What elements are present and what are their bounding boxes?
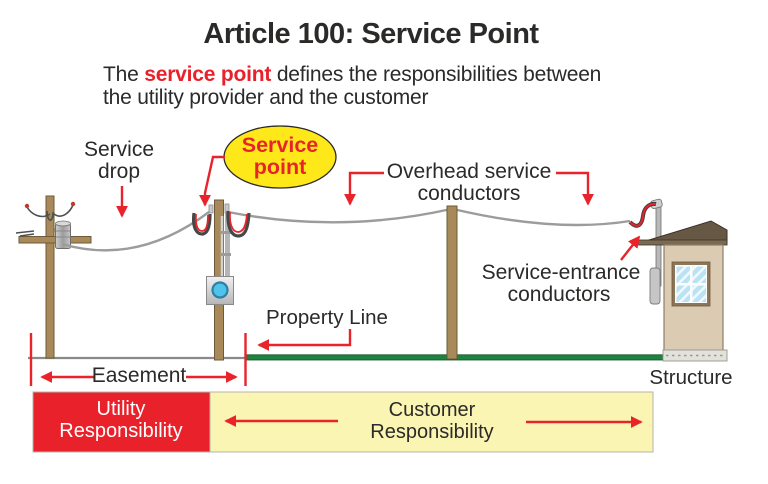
- service-point-arrow: [199, 155, 225, 207]
- mid-span-pole: [446, 205, 458, 360]
- ground: [28, 354, 664, 361]
- service-entrance-loop-red: [629, 202, 657, 227]
- service-point-label-line2: point: [254, 155, 307, 179]
- pole-wire: [53, 204, 74, 217]
- service-point-pole: [192, 199, 251, 361]
- subtitle-highlight: service point: [144, 63, 271, 86]
- transformer-cap: [55, 220, 71, 227]
- pole-wire: [15, 230, 35, 237]
- overhead-conductors-label-line2: conductors: [418, 182, 521, 205]
- diagram-labels: Service drop Overhead service conductors…: [84, 138, 733, 389]
- pole-wire: [46, 210, 54, 221]
- meter-dial: [211, 281, 229, 299]
- overhead-conductor-wire: [227, 207, 452, 224]
- insulator-tip: [24, 203, 30, 209]
- utility-responsibility-bar: [32, 391, 211, 453]
- structure-building: [628, 198, 728, 362]
- drip-loop-red: [194, 213, 209, 232]
- overhead-conductors-label-line1: Overhead service: [387, 160, 552, 183]
- customer-bar-label-line1: Customer: [389, 399, 476, 421]
- service-entrance-label-line2: conductors: [508, 283, 611, 306]
- pole-1: [45, 195, 55, 359]
- responsibility-bars: Utility Responsibility Customer Responsi…: [32, 391, 654, 453]
- subtitle-line2: the utility provider and the customer: [103, 86, 428, 109]
- overhead-conductor-wire: [452, 207, 631, 227]
- annotation-arrows: [29, 155, 641, 386]
- window-pane: [692, 266, 706, 283]
- utility-bar-label-line1: Utility: [97, 398, 146, 420]
- utility-bar-label-line2: Responsibility: [59, 420, 182, 442]
- conduit-clamp: [221, 231, 231, 234]
- conduit-clamp: [221, 253, 231, 256]
- drip-loop: [226, 210, 251, 238]
- service-wire: [61, 207, 631, 252]
- subtitle-pre: The: [103, 63, 144, 86]
- service-drop-label-line1: Service: [84, 138, 154, 161]
- structure-label: Structure: [649, 366, 732, 389]
- window-pane: [692, 285, 706, 302]
- property-line-arrow: [257, 329, 352, 351]
- drip-loop-red: [228, 211, 248, 233]
- service-drop-wire: [61, 211, 210, 252]
- service-point-callout: Service point: [223, 125, 337, 189]
- property-line-label: Property Line: [266, 306, 388, 329]
- insulator-tip: [70, 201, 76, 207]
- customer-bar-label-line2: Responsibility: [370, 421, 493, 443]
- service-drop-label-line2: drop: [98, 160, 140, 183]
- page-title: Article 100: Service Point: [203, 18, 539, 50]
- drip-loop: [192, 212, 212, 236]
- window-pane: [676, 285, 690, 302]
- service-point-label-line1: Service: [242, 133, 319, 157]
- window-pane: [676, 266, 690, 283]
- wall-meter: [649, 267, 661, 305]
- overhead-conductors-arrow-right: [556, 171, 594, 206]
- service-entrance-arrow: [620, 235, 641, 261]
- overhead-conductors-arrow-left: [344, 171, 384, 206]
- easement-label: Easement: [92, 364, 187, 387]
- utility-pole-with-transformer: [15, 195, 92, 359]
- foundation: [662, 349, 728, 362]
- subtitle-line1: The service point defines the responsibi…: [103, 63, 601, 86]
- subtitle-post: defines the responsibilities between: [271, 63, 601, 86]
- service-entrance-label-line1: Service-entrance: [482, 261, 641, 284]
- insulator: [208, 204, 214, 214]
- roof-eave: [635, 239, 728, 246]
